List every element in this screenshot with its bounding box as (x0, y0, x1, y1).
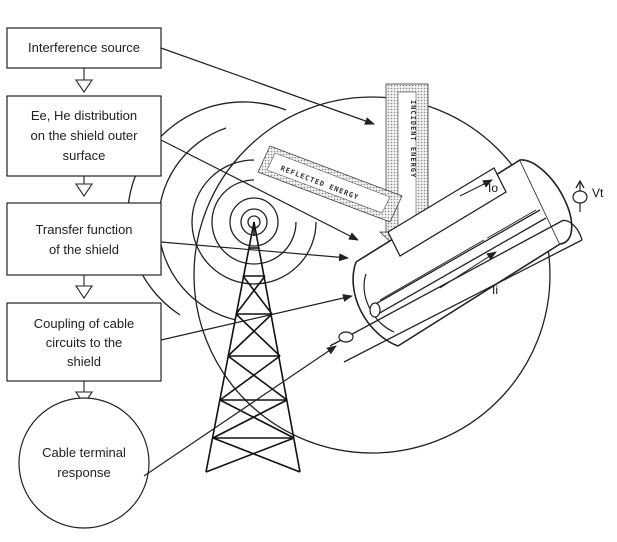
incident-energy-label: INCIDENT ENERGY (409, 100, 417, 178)
svg-text:Interference source: Interference source (28, 40, 140, 55)
shielded-cable (329, 158, 583, 363)
leader-lines (143, 47, 375, 477)
reflected-energy-band: REFLECTED ENERGY (257, 145, 403, 223)
svg-text:shield: shield (67, 354, 101, 369)
inner-current-label: Ii (492, 283, 498, 297)
svg-text:on the shield outer: on the shield outer (31, 128, 139, 143)
flow-arrow-3 (74, 285, 94, 299)
field-region-circle (193, 96, 551, 454)
flow-arrow-2 (74, 183, 94, 197)
svg-text:circuits to the: circuits to the (46, 335, 123, 350)
svg-text:Cable terminal: Cable terminal (42, 445, 126, 460)
flow-step-1: Interference source (6, 27, 162, 69)
flow-step-4: Coupling of cable circuits to the shield (6, 302, 162, 382)
flow-step-5: Cable terminal response (18, 397, 150, 529)
svg-text:of the shield: of the shield (49, 242, 119, 257)
svg-text:response: response (57, 465, 110, 480)
outer-current-label: Io (488, 181, 498, 195)
flow-arrow-1 (74, 79, 94, 93)
svg-text:Transfer function: Transfer function (35, 222, 132, 237)
terminal-voltage-label: Vt (592, 186, 604, 200)
svg-text:surface: surface (63, 148, 106, 163)
terminal-voltage-symbol: Vt (572, 179, 604, 212)
flow-step-2: Ee, He distribution on the shield outer … (6, 95, 162, 177)
transmission-tower-icon (205, 221, 301, 473)
svg-text:Ee, He distribution: Ee, He distribution (31, 108, 137, 123)
svg-text:Coupling of cable: Coupling of cable (34, 316, 134, 331)
flow-step-3: Transfer function of the shield (6, 202, 162, 276)
